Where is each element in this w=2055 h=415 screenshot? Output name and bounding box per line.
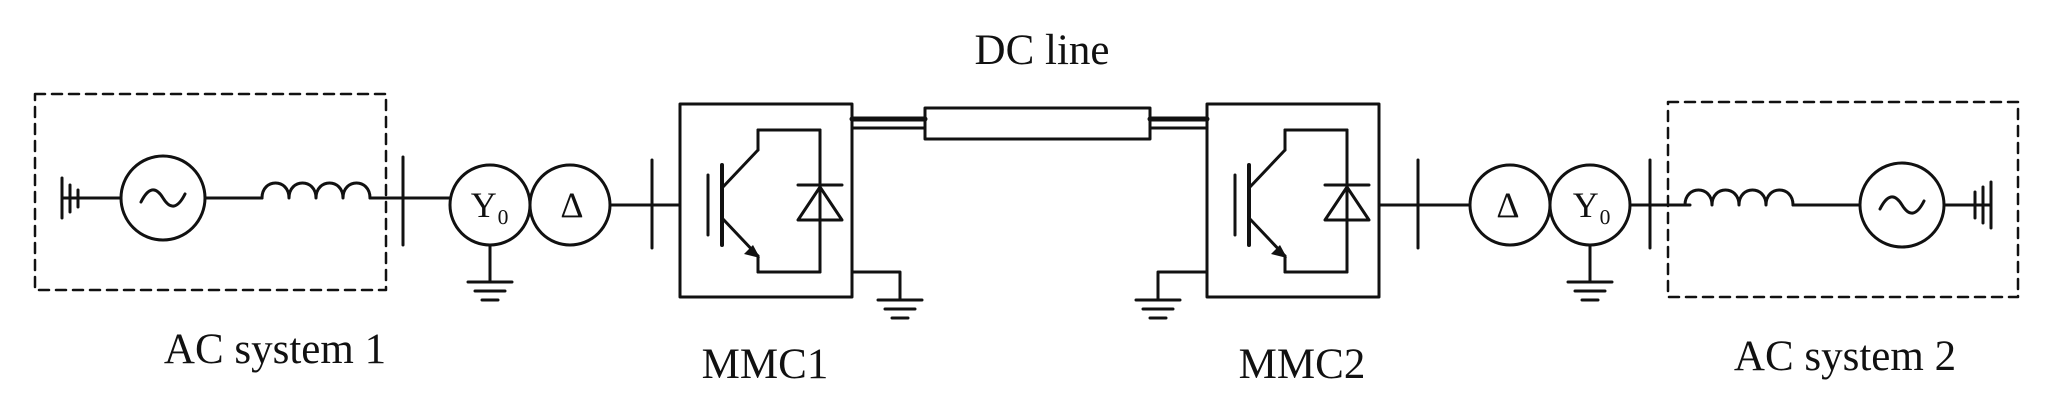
wye-grounded-symbol: Y₀ <box>471 185 510 225</box>
transformer-2: Δ Y₀ <box>1468 163 1632 302</box>
ground-icon <box>60 176 122 220</box>
ground-icon <box>1134 270 1209 320</box>
ac-system-1 <box>33 92 452 292</box>
inductor-icon <box>1683 188 1795 207</box>
wye-grounded-symbol: Y₀ <box>1573 185 1612 225</box>
ground-icon <box>850 270 924 320</box>
mmc2-converter <box>1205 102 1381 299</box>
diode-icon <box>796 128 844 274</box>
transformer-1: Y₀ Δ <box>448 163 612 302</box>
ground-icon <box>466 243 514 302</box>
ground-icon <box>1566 243 1614 302</box>
ac-system-2 <box>1648 100 2020 299</box>
igbt-icon <box>1233 128 1349 274</box>
igbt-icon <box>706 128 822 274</box>
delta-symbol: Δ <box>1496 185 1519 225</box>
dc-line-resistor <box>923 106 1152 141</box>
mmc1-converter <box>678 102 854 299</box>
ac-system-2-label: AC system 2 <box>1734 333 1956 380</box>
ac-source-icon <box>119 154 207 242</box>
dc-line-label: DC line <box>975 27 1110 74</box>
dc-line <box>849 106 1210 141</box>
mmc2-label: MMC2 <box>1239 341 1366 388</box>
ac-system-1-label: AC system 1 <box>164 326 386 373</box>
ground-icon <box>1973 180 1993 230</box>
delta-symbol: Δ <box>560 185 583 225</box>
diode-icon <box>1323 128 1371 274</box>
mmc1-label: MMC1 <box>702 341 829 388</box>
ac-system-2-boundary <box>1666 100 2020 299</box>
ac-system-1-boundary <box>33 92 388 292</box>
ac-source-icon <box>1858 161 1946 249</box>
inductor-icon <box>260 181 372 200</box>
